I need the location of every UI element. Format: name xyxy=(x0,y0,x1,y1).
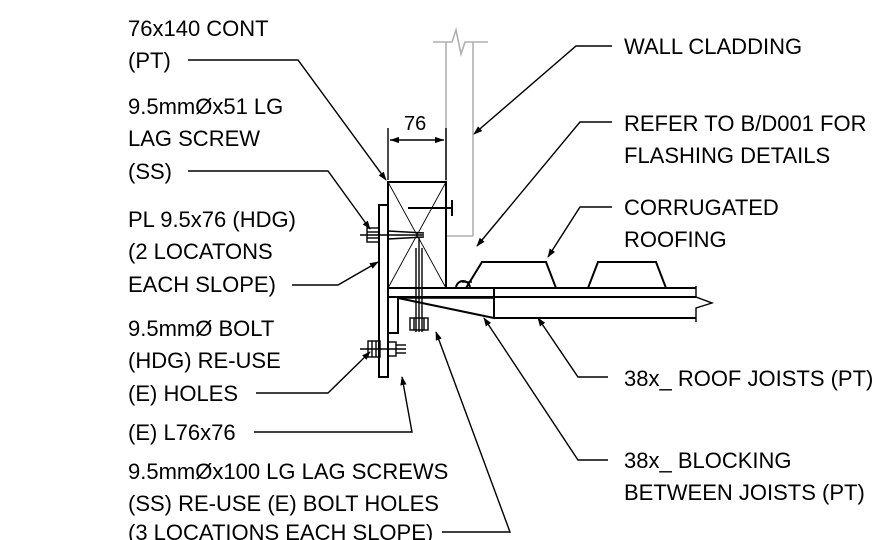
nail-drawing xyxy=(408,200,453,216)
lag-screw-vertical xyxy=(409,238,429,332)
label-roof-joists: 38x_ ROOF JOISTS (PT) xyxy=(624,366,873,391)
label-lag-screws-line1: 9.5mmØx100 LG LAG SCREWS xyxy=(128,459,448,484)
bolt-lower xyxy=(360,340,406,358)
label-blocking-line2: BETWEEN JOISTS (PT) xyxy=(624,480,865,505)
roof-joist-drawing xyxy=(388,286,715,322)
dimension-76-text: 76 xyxy=(404,113,426,135)
label-lag-screw-line3: (SS) xyxy=(128,159,172,184)
label-angle: (E) L76x76 xyxy=(128,420,236,445)
label-roofing-line1: CORRUGATED xyxy=(624,195,779,220)
label-lag-screws-line3: (3 LOCATIONS EACH SLOPE) xyxy=(128,520,433,540)
label-ledger-line2: (PT) xyxy=(128,48,171,73)
label-lag-screw-line1: 9.5mmØx51 LG xyxy=(128,94,283,119)
label-ledger-line1: 76x140 CONT xyxy=(128,16,269,41)
corrugated-roofing-drawing xyxy=(455,261,696,289)
label-bolt-line3: (E) HOLES xyxy=(128,381,238,406)
dimension-76 xyxy=(387,128,447,180)
label-roofing-line2: ROOFING xyxy=(624,227,727,252)
label-bolt-line2: (HDG) RE-USE xyxy=(128,348,281,373)
label-refer-line2: FLASHING DETAILS xyxy=(624,143,830,168)
label-plate-line2: (2 LOCATONS xyxy=(128,239,273,264)
leader-lines xyxy=(188,45,612,533)
label-refer-line1: REFER TO B/D001 FOR xyxy=(624,111,866,136)
existing-angle-drawing xyxy=(387,287,495,334)
label-lag-screws-line2: (SS) RE-USE (E) BOLT HOLES xyxy=(128,491,439,516)
label-plate-line1: PL 9.5x76 (HDG) xyxy=(128,207,296,232)
wall-cladding-drawing xyxy=(433,26,488,237)
label-bolt-line1: 9.5mmØ BOLT xyxy=(128,316,274,341)
label-plate-line3: EACH SLOPE) xyxy=(128,272,276,297)
label-wall-cladding: WALL CLADDING xyxy=(624,34,802,59)
label-blocking-line1: 38x_ BLOCKING xyxy=(624,448,792,473)
lag-screw-upper xyxy=(360,227,425,243)
label-lag-screw-line2: LAG SCREW xyxy=(128,126,260,151)
